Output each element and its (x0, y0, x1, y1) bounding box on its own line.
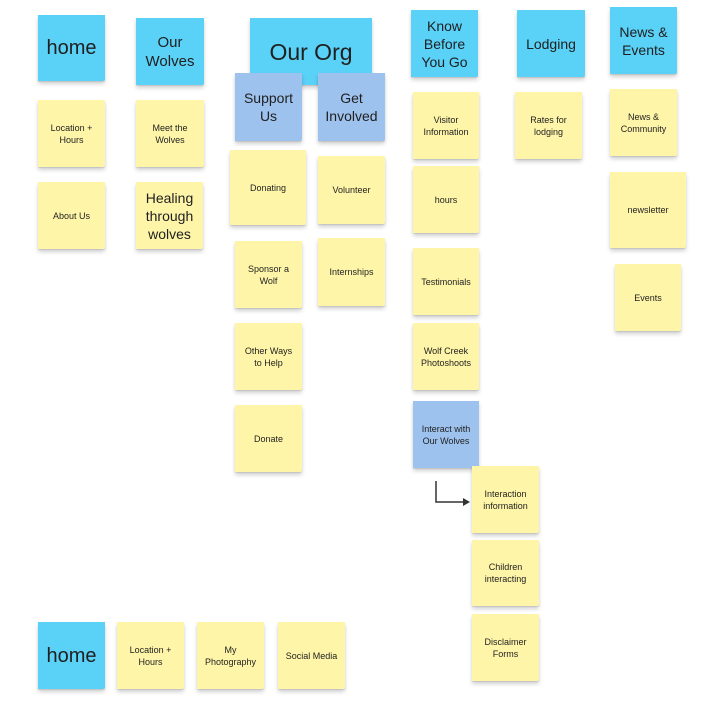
connector-arrowhead (463, 498, 470, 506)
know-before-you-go-header-note[interactable]: Know Before You Go (411, 10, 478, 77)
other-ways-to-help-note[interactable]: Other Ways to Help (235, 323, 302, 390)
location-hours-note[interactable]: Location + Hours (38, 100, 105, 167)
events-note[interactable]: Events (615, 264, 681, 331)
visitor-information-note[interactable]: Visitor Information (413, 92, 479, 159)
sponsor-a-wolf-note[interactable]: Sponsor a Wolf (235, 241, 302, 308)
wolf-creek-photoshoots-note[interactable]: Wolf Creek Photoshoots (413, 323, 479, 390)
our-wolves-header-note[interactable]: Our Wolves (136, 18, 204, 85)
social-media-note[interactable]: Social Media (278, 622, 345, 689)
meet-the-wolves-note[interactable]: Meet the Wolves (136, 100, 204, 167)
disclaimer-forms-note[interactable]: Disclaimer Forms (472, 614, 539, 681)
news-community-note[interactable]: News & Community (610, 89, 677, 156)
my-photography-note[interactable]: My Photography (197, 622, 264, 689)
interaction-information-note[interactable]: Interaction information (472, 466, 539, 533)
footer-location-hours-note[interactable]: Location + Hours (117, 622, 184, 689)
footer-home-note[interactable]: home (38, 622, 105, 689)
lodging-header-note[interactable]: Lodging (517, 10, 585, 77)
children-interacting-note[interactable]: Children interacting (472, 540, 539, 606)
rates-for-lodging-note[interactable]: Rates for lodging (515, 92, 582, 159)
newsletter-note[interactable]: newsletter (610, 172, 686, 248)
connector-line (435, 481, 466, 503)
healing-through-wolves-note[interactable]: Healing through wolves (136, 182, 203, 249)
donating-note[interactable]: Donating (230, 150, 306, 225)
donate-note[interactable]: Donate (235, 405, 302, 472)
get-involved-header-note[interactable]: Get Involved (318, 73, 385, 141)
internships-note[interactable]: Internships (318, 238, 385, 306)
testimonials-note[interactable]: Testimonials (413, 248, 479, 315)
volunteer-note[interactable]: Volunteer (318, 156, 385, 224)
interact-with-our-wolves-note[interactable]: Interact with Our Wolves (413, 401, 479, 468)
about-us-note[interactable]: About Us (38, 182, 105, 249)
news-events-header-note[interactable]: News & Events (610, 7, 677, 74)
home-header-note[interactable]: home (38, 15, 105, 81)
hours-note[interactable]: hours (413, 166, 479, 233)
support-us-header-note[interactable]: Support Us (235, 73, 302, 141)
